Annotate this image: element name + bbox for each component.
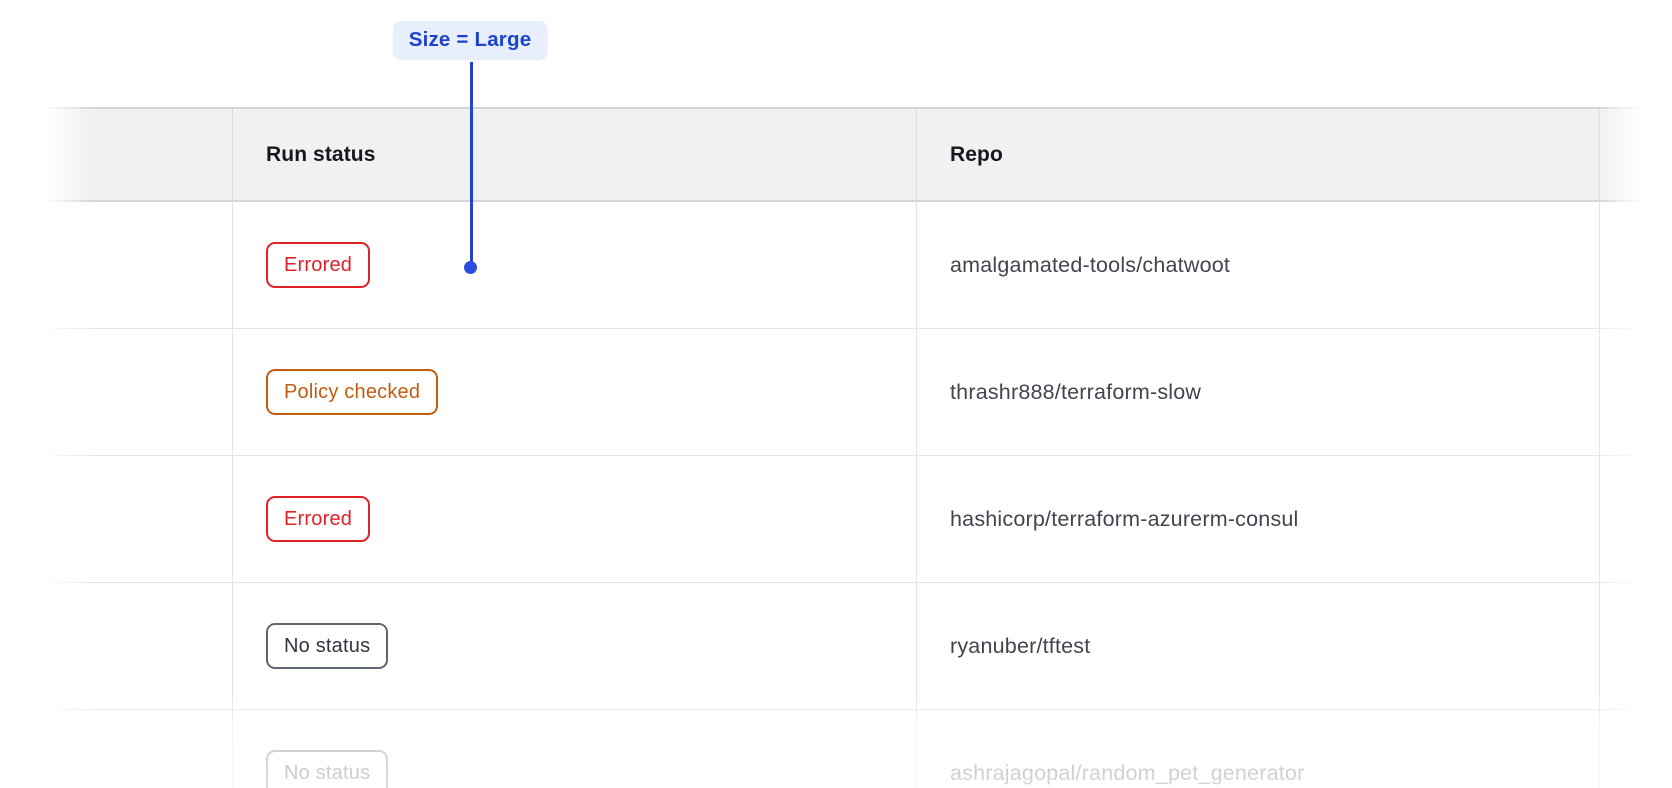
table-row[interactable]: Policy checked thrashr888/terraform-slow [43, 329, 1640, 456]
header-cell-empty [43, 109, 232, 200]
cell-empty [43, 583, 232, 709]
size-annotation-label: Size = Large [392, 21, 548, 60]
cell-repo: amalgamated-tools/chatwoot [916, 202, 1599, 328]
repo-name: thrashr888/terraform-slow [950, 379, 1202, 404]
cell-empty [43, 202, 232, 328]
cell-run-status: Policy checked [232, 329, 916, 455]
cell-repo: ashrajagopal/random_pet_generator [916, 710, 1599, 788]
header-cell-repo: Repo [916, 109, 1599, 200]
table-header-row: Run status Repo [43, 107, 1640, 202]
header-cell-run-status: Run status [232, 109, 916, 200]
table-row[interactable]: No status ashrajagopal/random_pet_genera… [43, 710, 1640, 788]
status-badge: No status [266, 750, 389, 788]
cell-empty [43, 329, 232, 455]
cell-repo: thrashr888/terraform-slow [916, 329, 1599, 455]
status-badge: Errored [266, 496, 371, 542]
workspaces-table: Run status Repo Errored amalgamated-tool… [43, 107, 1640, 788]
cell-run-status: No status [232, 583, 916, 709]
cell-overflow [1599, 710, 1640, 788]
repo-name: ashrajagopal/random_pet_generator [950, 760, 1305, 785]
status-badge: No status [266, 623, 389, 669]
status-badge: Errored [266, 242, 371, 288]
cell-overflow [1599, 583, 1640, 709]
cell-overflow [1599, 456, 1640, 582]
cell-empty [43, 710, 232, 788]
cell-empty [43, 456, 232, 582]
cell-run-status: No status [232, 710, 916, 788]
repo-column-label: Repo [950, 142, 1003, 166]
table-row[interactable]: Errored amalgamated-tools/chatwoot [43, 202, 1640, 329]
repo-name: ryanuber/tftest [950, 633, 1091, 658]
callout-line [469, 62, 473, 268]
cell-overflow [1599, 329, 1640, 455]
cell-repo: hashicorp/terraform-azurerm-consul [916, 456, 1599, 582]
repo-name: hashicorp/terraform-azurerm-consul [950, 506, 1299, 531]
status-badge: Policy checked [266, 369, 439, 415]
cell-run-status: Errored [232, 456, 916, 582]
table-row[interactable]: Errored hashicorp/terraform-azurerm-cons… [43, 456, 1640, 583]
table-row[interactable]: No status ryanuber/tftest [43, 583, 1640, 710]
header-cell-overflow [1599, 109, 1640, 200]
cell-repo: ryanuber/tftest [916, 583, 1599, 709]
run-status-column-label: Run status [266, 142, 376, 166]
repo-name: amalgamated-tools/chatwoot [950, 252, 1231, 277]
cell-run-status: Errored [232, 202, 916, 328]
callout-dot-icon [464, 261, 477, 274]
cell-overflow [1599, 202, 1640, 328]
